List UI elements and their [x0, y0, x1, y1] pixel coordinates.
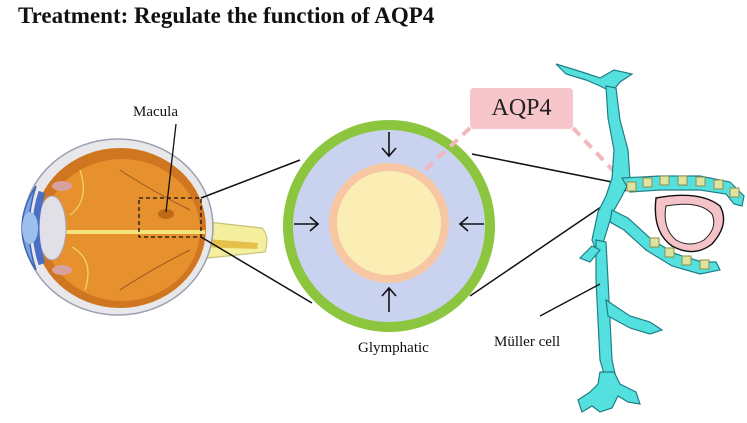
core [337, 171, 441, 275]
aqp4-label: AQP4 [491, 95, 552, 121]
arrow-up [381, 286, 397, 312]
zoom-line-top [200, 159, 301, 199]
aqp4-channel [664, 247, 675, 258]
ciliary-bottom [52, 265, 72, 275]
macula-label: Macula [133, 104, 178, 120]
pupil-highlight [22, 212, 38, 244]
zoom-line-muller-top [471, 153, 623, 185]
macula-pointer [165, 123, 177, 213]
zoom-line-bottom [200, 236, 313, 304]
arrow-down [381, 132, 397, 158]
aqp4-channel [695, 176, 706, 187]
glymphatic-circle [283, 120, 495, 332]
aqp4-channel [626, 181, 637, 192]
vessel [119, 249, 191, 291]
muller-foot [577, 371, 641, 413]
muller-process [578, 245, 601, 263]
lens [37, 195, 67, 261]
vessel [69, 169, 84, 216]
aqp4-label-box: AQP4 [470, 88, 573, 129]
eye-illustration [21, 123, 268, 316]
glymphatic-label: Glymphatic [358, 340, 429, 356]
aqp4-channels [626, 175, 740, 270]
aqp4-connector-left [423, 126, 472, 172]
aqp4-channel [699, 259, 710, 270]
page-title: Treatment: Regulate the function of AQP4 [18, 3, 435, 28]
arrow-right [294, 216, 320, 232]
arrow-left [458, 216, 484, 232]
zoom-box [138, 197, 202, 238]
inward-arrows [294, 132, 484, 312]
muller-cell-label: Müller cell [494, 334, 561, 350]
aqp4-channel [729, 187, 740, 198]
aqp4-channel [659, 175, 670, 186]
aqp4-channel [649, 237, 660, 248]
vessel-lumen [664, 203, 715, 245]
aqp4-channel [681, 255, 692, 266]
muller-pointer [539, 283, 601, 317]
muller-side-branch [605, 298, 664, 335]
macula-spot [158, 209, 174, 219]
aqp4-channel [713, 179, 724, 190]
vessel [119, 169, 191, 211]
aqp4-channel [677, 175, 688, 186]
ciliary-top [52, 181, 72, 191]
muller-cell [539, 63, 745, 413]
vessel [71, 246, 89, 291]
muller-top-branch [555, 63, 634, 93]
aqp4-channel [642, 177, 653, 188]
